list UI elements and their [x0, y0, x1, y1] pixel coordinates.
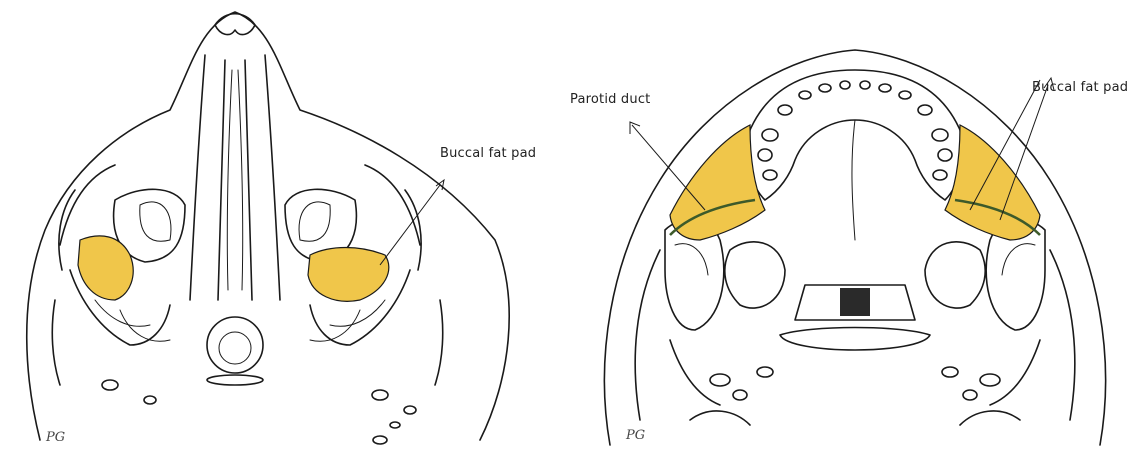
right-signature: PG: [626, 428, 645, 443]
left-buccal-fat-pad-label: Buccal fat pad: [440, 146, 536, 161]
right-buccal-fat-pad-label: Buccal fat pad: [1032, 80, 1128, 95]
left-buccal-fat-pad-r: [308, 248, 389, 302]
parotid-duct-label: Parotid duct: [570, 92, 650, 107]
left-anatomy-drawing: [0, 0, 560, 467]
left-buccal-fat-pad-l: [78, 236, 133, 300]
skin-outline: [604, 50, 1105, 445]
dental-arch: [748, 70, 962, 200]
skin-outline: [27, 12, 509, 440]
right-anatomy-drawing: [570, 0, 1141, 467]
right-anatomy-panel: Parotid duct Buccal fat pad PG: [570, 0, 1141, 467]
left-anatomy-panel: Buccal fat pad PG: [0, 0, 560, 467]
left-signature: PG: [46, 430, 65, 445]
